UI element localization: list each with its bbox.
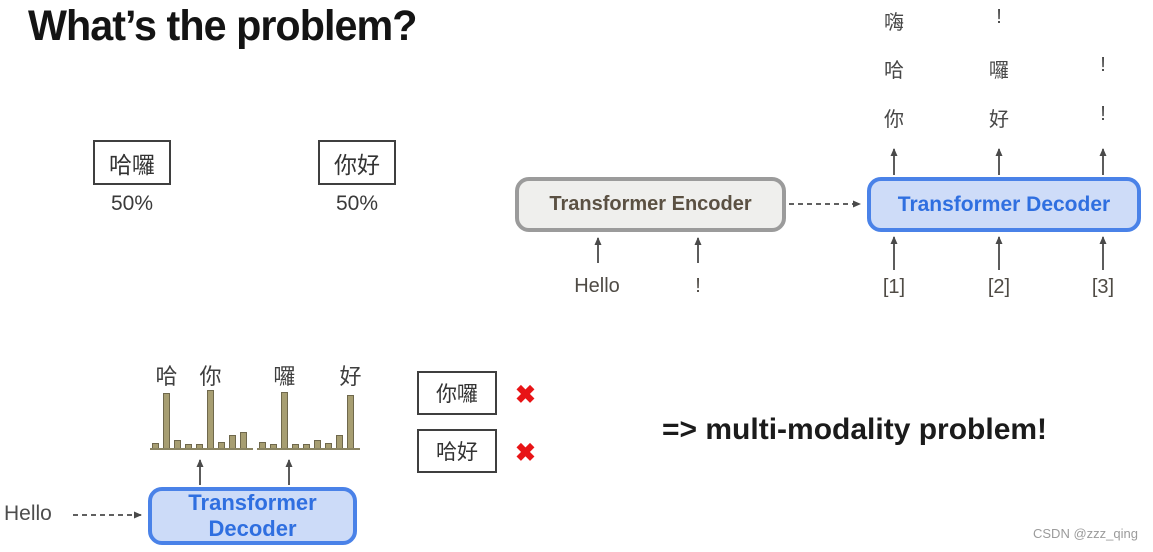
probability-bar: [259, 442, 266, 448]
probability-bar: [152, 443, 159, 448]
candidate-text: 哈囉: [109, 151, 155, 178]
encoder-input-token-1: Hello: [574, 275, 620, 297]
decoder-output-cell: 你: [884, 109, 904, 131]
wrong-output-text: 哈好: [436, 441, 478, 464]
decoder-input-token-3: [3]: [1091, 276, 1115, 298]
decoder-output-cell: 嗨: [884, 12, 904, 34]
bar-peak-label: 好: [339, 364, 362, 389]
nat-input-token: Hello: [4, 502, 52, 525]
probability-bar: [270, 444, 277, 448]
probability-bar: [240, 432, 247, 448]
decoder-output-cell: 哈: [884, 60, 904, 82]
probability-bar: [281, 392, 288, 448]
wrong-output-box-2: 哈好: [417, 429, 497, 473]
decoder-label: Transformer Decoder: [897, 192, 1111, 216]
probability-bar: [163, 393, 170, 448]
decoder-label-line2: Decoder: [208, 516, 297, 541]
wrong-output-text: 你囉: [436, 383, 478, 406]
decoder-output-cell: !: [1100, 54, 1106, 76]
probability-bar: [185, 444, 192, 448]
probability-bar: [347, 395, 354, 448]
probability-bar: [336, 435, 343, 448]
decoder-output-cell: !: [996, 6, 1002, 28]
encoder-label: Transformer Encoder: [549, 193, 752, 215]
probability-bar: [303, 444, 310, 448]
decoder-input-token-2: [2]: [987, 276, 1011, 298]
page-title: What’s the problem?: [28, 2, 417, 50]
probability-histogram-position-2: 囉好: [257, 364, 362, 450]
probability-bar: [174, 440, 181, 448]
probability-bar: [218, 442, 225, 448]
candidate-box-2: 你好: [318, 140, 396, 185]
decoder-output-cell: 好: [989, 109, 1009, 131]
bar-peak-label: 囉: [273, 364, 296, 389]
transformer-decoder-box-bottom: Transformer Decoder: [148, 487, 357, 545]
bar-peak-label: 哈: [155, 364, 178, 389]
cross-icon: ✖: [515, 381, 536, 409]
decoder-input-token-1: [1]: [882, 276, 906, 298]
candidate-text: 你好: [334, 151, 380, 178]
probability-bar: [229, 435, 236, 448]
probability-bar: [292, 444, 299, 448]
wrong-output-box-1: 你囉: [417, 371, 497, 415]
decoder-output-cell: 囉: [989, 60, 1009, 82]
probability-bar: [314, 440, 321, 448]
probability-bar: [196, 444, 203, 448]
candidate-probability-2: 50%: [335, 192, 379, 215]
transformer-encoder-box: Transformer Encoder: [515, 177, 786, 232]
transformer-decoder-box: Transformer Decoder: [867, 177, 1141, 232]
cross-icon: ✖: [515, 439, 536, 467]
conclusion-text: => multi-modality problem!: [662, 413, 1048, 446]
candidate-probability-1: 50%: [110, 192, 154, 215]
probability-bar: [207, 390, 214, 448]
decoder-output-cell: !: [1100, 103, 1106, 125]
candidate-box-1: 哈囉: [93, 140, 171, 185]
probability-histogram-position-1: 哈你: [150, 364, 253, 450]
probability-bar: [325, 443, 332, 448]
encoder-input-token-2: !: [695, 275, 701, 297]
decoder-label-line1: Transformer: [188, 490, 317, 515]
watermark: CSDN @zzz_qing: [1033, 526, 1138, 541]
bar-peak-label: 你: [199, 364, 222, 389]
